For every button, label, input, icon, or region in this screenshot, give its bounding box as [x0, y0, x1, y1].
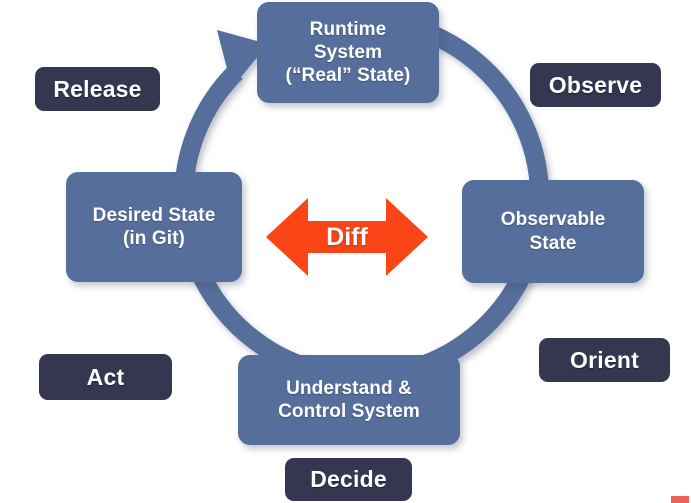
- node-runtime-system[interactable]: Runtime System (“Real” State): [257, 2, 439, 103]
- node-desired-state[interactable]: Desired State (in Git): [66, 172, 242, 282]
- node-observable-state[interactable]: Observable State: [462, 180, 644, 283]
- ooda-label-act[interactable]: Act: [39, 354, 172, 400]
- ooda-label-observe[interactable]: Observe: [530, 63, 661, 107]
- ooda-label-release[interactable]: Release: [35, 67, 160, 111]
- loop-arrowhead-icon: [217, 30, 268, 88]
- ooda-label-orient[interactable]: Orient: [539, 338, 670, 382]
- ooda-label-decide[interactable]: Decide: [285, 458, 412, 501]
- corner-marker: [671, 496, 689, 503]
- node-understand-control-system[interactable]: Understand & Control System: [238, 355, 460, 445]
- diff-double-arrow-icon: [266, 198, 428, 276]
